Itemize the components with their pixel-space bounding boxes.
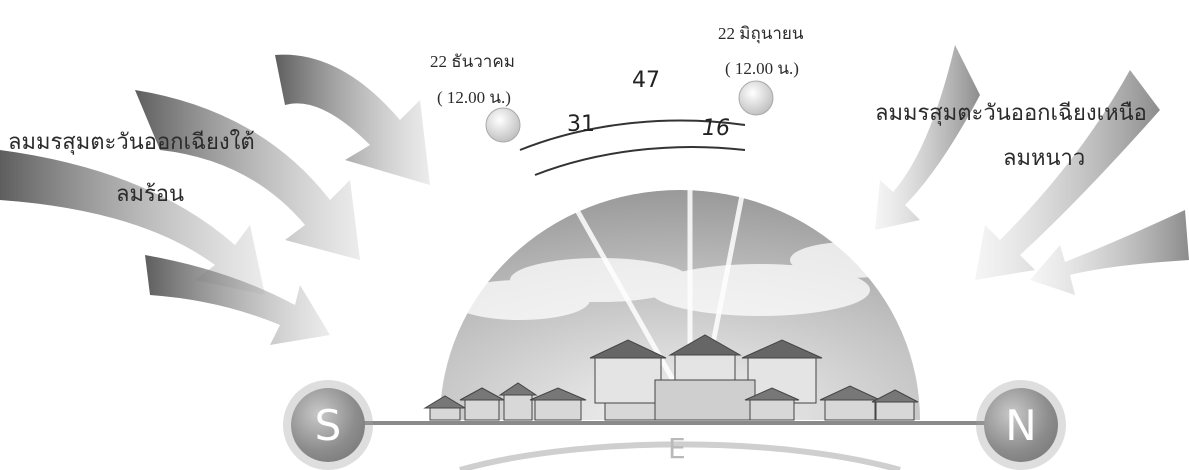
angle-summer: 16 xyxy=(702,116,730,141)
cold-wind-label: ลมหนาว xyxy=(1003,146,1086,171)
clouds xyxy=(450,242,910,320)
arc-inner xyxy=(534,145,746,176)
north-compass-icon: N xyxy=(984,388,1058,462)
summer-sun-date: 22 มิถุนายน xyxy=(718,24,804,43)
summer-sun-time: ( 12.00 น.) xyxy=(725,59,799,78)
southwest-monsoon-label: ลมมรสุมตะวันออกเฉียงใต้ xyxy=(8,130,255,155)
southwest-wind-arrows xyxy=(0,54,430,345)
east-marker: E xyxy=(668,432,686,465)
northeast-monsoon-label: ลมมรสุมตะวันออกเฉียงเหนือ xyxy=(875,101,1147,126)
hot-wind-label: ลมร้อน xyxy=(116,182,185,207)
winter-sun-time: ( 12.00 น.) xyxy=(437,88,511,107)
lower-arc xyxy=(459,441,901,470)
large-houses-center xyxy=(589,334,823,421)
arc-outer xyxy=(519,119,746,151)
summer-sun-icon xyxy=(738,80,774,116)
small-houses-left xyxy=(423,382,661,421)
angle-total: 47 xyxy=(632,68,660,93)
south-compass-icon: S xyxy=(291,388,365,462)
winter-sun-icon xyxy=(485,107,521,143)
angle-winter: 31 xyxy=(567,112,595,137)
village xyxy=(423,334,919,421)
winter-sun-date: 22 ธันวาคม xyxy=(430,52,515,71)
northeast-wind-arrows xyxy=(875,45,1189,295)
small-houses-right xyxy=(744,385,919,421)
